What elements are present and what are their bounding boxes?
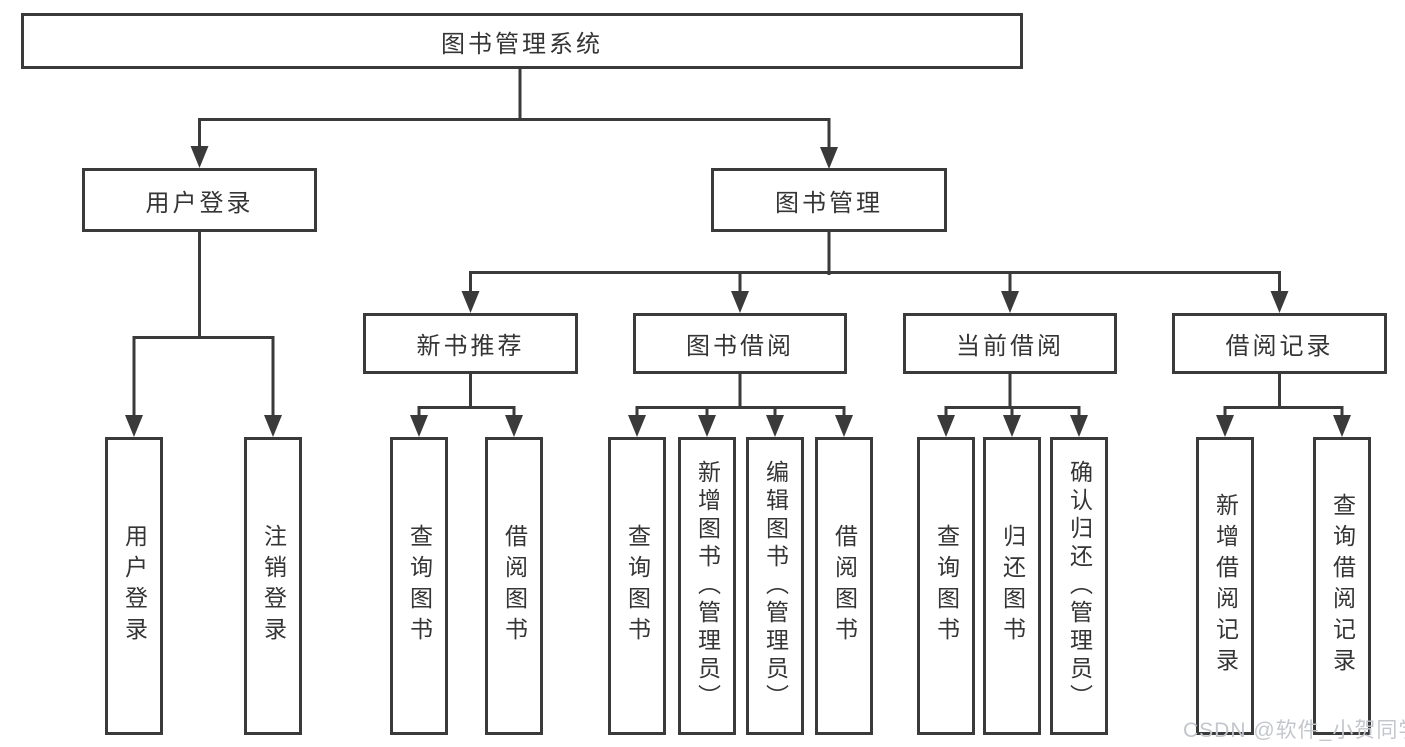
leaf-query-borrow-record: 查询借阅记录 bbox=[1313, 437, 1371, 735]
node-library-system: 图书管理系统 bbox=[21, 13, 1023, 69]
node-library-system-label: 图书管理系统 bbox=[441, 30, 603, 58]
node-borrow-records: 借阅记录 bbox=[1172, 313, 1387, 374]
leaf-borrow-books-recommend-label: 借阅图书 bbox=[501, 524, 528, 648]
leaf-logout-login-label: 注销登录 bbox=[260, 524, 287, 648]
node-borrow-records-label: 借阅记录 bbox=[1225, 333, 1334, 360]
node-user-login-label: 用户登录 bbox=[145, 189, 254, 217]
leaf-return-book: 归还图书 bbox=[983, 437, 1041, 735]
leaf-query-books-current-label: 查询图书 bbox=[933, 524, 960, 648]
leaf-query-borrow-record-label: 查询借阅记录 bbox=[1329, 493, 1356, 679]
leaf-borrow-books-2: 借阅图书 bbox=[815, 437, 873, 735]
node-current-borrow: 当前借阅 bbox=[903, 313, 1117, 374]
node-new-book-recommend: 新书推荐 bbox=[363, 313, 578, 374]
leaf-edit-book-admin: 编辑图书（管理员） bbox=[746, 437, 804, 735]
node-new-book-recommend-label: 新书推荐 bbox=[416, 333, 525, 360]
leaf-confirm-return-admin: 确认归还（管理员） bbox=[1050, 437, 1108, 735]
tree-edges bbox=[132, 69, 1344, 419]
leaf-user-login-label: 用户登录 bbox=[121, 524, 148, 648]
node-book-management: 图书管理 bbox=[711, 168, 947, 232]
watermark: CSDN @软件_小贺同学 bbox=[1183, 719, 1405, 742]
leaf-logout-login: 注销登录 bbox=[244, 437, 302, 735]
leaf-add-borrow-record: 新增借阅记录 bbox=[1196, 437, 1254, 735]
leaf-query-books-borrow-label: 查询图书 bbox=[624, 524, 651, 648]
node-book-borrow-label: 图书借阅 bbox=[686, 333, 794, 360]
node-user-login: 用户登录 bbox=[82, 168, 317, 232]
leaf-edit-book-admin-label: 编辑图书（管理员） bbox=[762, 460, 789, 712]
leaf-user-login: 用户登录 bbox=[105, 437, 163, 735]
arrowheads bbox=[125, 146, 1351, 437]
node-book-management-label: 图书管理 bbox=[775, 189, 883, 217]
leaf-add-book-admin-label: 新增图书（管理员） bbox=[694, 460, 721, 712]
leaf-query-books-current: 查询图书 bbox=[917, 437, 975, 735]
node-current-borrow-label: 当前借阅 bbox=[956, 333, 1064, 360]
leaf-query-books-borrow: 查询图书 bbox=[608, 437, 666, 735]
leaf-borrow-books-2-label: 借阅图书 bbox=[831, 524, 858, 648]
leaf-confirm-return-admin-label: 确认归还（管理员） bbox=[1066, 460, 1093, 712]
leaf-borrow-books-recommend: 借阅图书 bbox=[485, 437, 543, 735]
leaf-query-books-recommend: 查询图书 bbox=[390, 437, 448, 735]
leaf-return-book-label: 归还图书 bbox=[999, 524, 1026, 648]
leaf-add-borrow-record-label: 新增借阅记录 bbox=[1212, 493, 1239, 679]
node-book-borrow: 图书借阅 bbox=[633, 313, 847, 374]
leaf-query-books-recommend-label: 查询图书 bbox=[406, 524, 433, 648]
leaf-add-book-admin: 新增图书（管理员） bbox=[678, 437, 736, 735]
